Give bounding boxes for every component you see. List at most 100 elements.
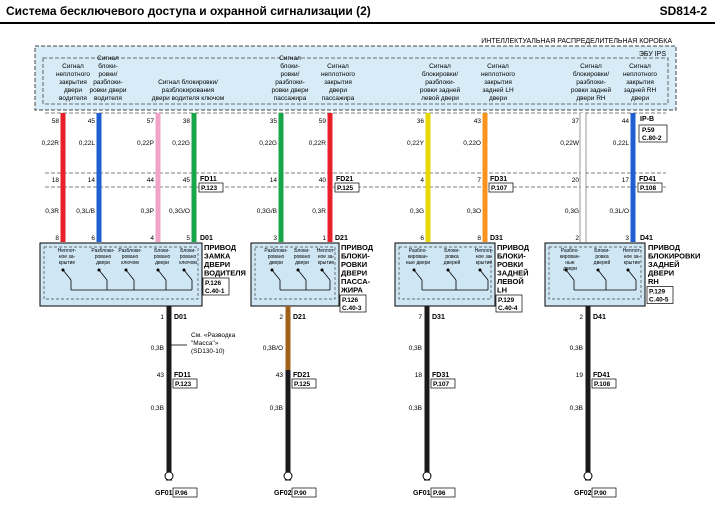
ground-point-ref-box <box>291 487 317 498</box>
pin-number: 18 <box>52 177 60 184</box>
actuator-title: РОВКИ <box>497 260 523 269</box>
actuator-ref: C.40-3 <box>342 305 362 312</box>
wire-spec: 0,22P <box>137 140 154 147</box>
signal-label: разблоки- <box>275 78 305 86</box>
ground-point-ref: P.96 <box>175 490 188 497</box>
switch-label: Неплот- <box>317 248 336 254</box>
wire-spec: 0,3O <box>467 208 481 215</box>
switch-label: двери <box>563 266 577 272</box>
wire-spec: 0,22R <box>42 140 60 147</box>
pin-number: 44 <box>622 118 630 125</box>
pin-number: 58 <box>52 118 60 125</box>
switch-contact <box>565 269 575 281</box>
signal-label: разблоки- <box>576 78 606 86</box>
ground-connector: FD41 <box>593 372 610 379</box>
ground-point-ref-box <box>172 487 198 498</box>
actuator-title: БЛОКИ- <box>341 252 370 261</box>
ground-connector: D01 <box>174 314 187 321</box>
actuator-title: РОВКИ <box>341 260 367 269</box>
switch-contact <box>125 269 135 281</box>
actuator-ref: C.40-4 <box>498 305 518 312</box>
wire-spec: 0,3G/B <box>257 208 277 215</box>
pin-number: 8 <box>477 235 481 242</box>
switch-label: ровано <box>122 254 139 260</box>
ground-wire-spec: 0,3B <box>570 345 583 352</box>
actuator-ref-box <box>646 286 674 304</box>
mid-connector-ref-box <box>198 182 224 193</box>
switch-label: ровано <box>268 254 285 260</box>
mid-connector-name: FD41 <box>639 176 656 183</box>
ground-pin: 43 <box>157 372 165 379</box>
actuator-title: ДВЕРИ <box>204 260 230 269</box>
wire-spec: 0,22G <box>259 140 277 147</box>
pin-number: 3 <box>273 235 277 242</box>
pin-number: 14 <box>88 177 96 184</box>
pin-number: 38 <box>183 118 191 125</box>
actuator-title: БЛОКИРОВКИ <box>648 252 700 261</box>
pin-number: 57 <box>147 118 155 125</box>
pin-number: 1 <box>322 235 326 242</box>
switch-node <box>270 268 274 272</box>
actuator-connector: D21 <box>335 235 348 242</box>
ground-point-ref: P.90 <box>294 490 307 497</box>
ground-symbol <box>583 471 593 481</box>
switch-contact <box>183 269 193 281</box>
signal-label: ровки/ <box>281 71 300 78</box>
switch-contact <box>157 269 167 281</box>
actuator-title: ВОДИТЕЛЯ <box>204 269 246 278</box>
wire-spec: 0,3L/O <box>609 208 629 215</box>
ground-pin: 2 <box>279 314 283 321</box>
signal-label: ровки двери <box>272 87 309 94</box>
switch-label: ное за- <box>59 254 76 260</box>
wire-spec: 0,3G <box>410 208 424 215</box>
signal-label: задней LH <box>482 86 514 94</box>
signal-label: разблокирования <box>162 86 215 94</box>
switch-label: ключом <box>179 260 197 266</box>
pin-number: 6 <box>420 235 424 242</box>
ground-pin: 2 <box>579 314 583 321</box>
ecu-ref-box <box>638 124 668 143</box>
signal-label: закрытия <box>324 79 352 86</box>
switch-contact <box>627 269 637 281</box>
ground-connector: FD11 <box>174 372 191 379</box>
switch-label: двери <box>96 260 110 266</box>
signal-label: двери <box>329 87 347 94</box>
switch-label: двери <box>269 260 283 266</box>
ground-note: "Масса"» <box>191 340 219 347</box>
actuator-ref: P.129 <box>649 289 666 296</box>
mid-connector-ref-box <box>637 182 663 193</box>
signal-label: ровки задней <box>420 86 461 94</box>
ground-point-ref-box <box>591 487 617 498</box>
actuator-title: ЗАМКА <box>204 252 231 261</box>
signal-label: Сигнал <box>279 55 301 62</box>
actuator-inner <box>43 246 199 300</box>
actuator-ref-box <box>339 294 367 313</box>
mid-connector-name: FD31 <box>490 176 507 183</box>
pin-number: 5 <box>186 235 190 242</box>
signal-label: двери водителя ключом <box>152 95 225 102</box>
signal-label: Сигнал <box>629 63 651 70</box>
mid-connector-ref: P.125 <box>337 185 354 192</box>
switch-contact <box>271 269 281 281</box>
ground-ref-box <box>430 378 456 389</box>
ground-symbol <box>283 471 293 481</box>
switch-label: крытие <box>59 260 76 266</box>
pin-number: 14 <box>270 177 278 184</box>
pin-number: 59 <box>319 118 327 125</box>
signal-label: задней RH <box>624 86 657 94</box>
ground-ref-box <box>291 378 317 389</box>
signal-label: Сигнал <box>327 63 349 70</box>
switch-label: ровка <box>445 254 459 260</box>
pin-number: 45 <box>183 177 191 184</box>
mid-connector-ref: P.107 <box>491 185 508 192</box>
mid-connector-ref: P.108 <box>640 185 657 192</box>
switch-label: Разблоки- <box>118 248 142 254</box>
pin-number: 4 <box>150 235 154 242</box>
signal-label: закрытия <box>484 79 512 86</box>
wire-spec: 0,22W <box>560 140 580 147</box>
ground-ref: P.108 <box>594 381 611 388</box>
ground-wire-spec: 0,3B <box>270 405 283 412</box>
switch-label: ные двери <box>406 260 431 266</box>
pin-number: 2 <box>575 235 579 242</box>
signal-label: неплотного <box>56 71 90 78</box>
